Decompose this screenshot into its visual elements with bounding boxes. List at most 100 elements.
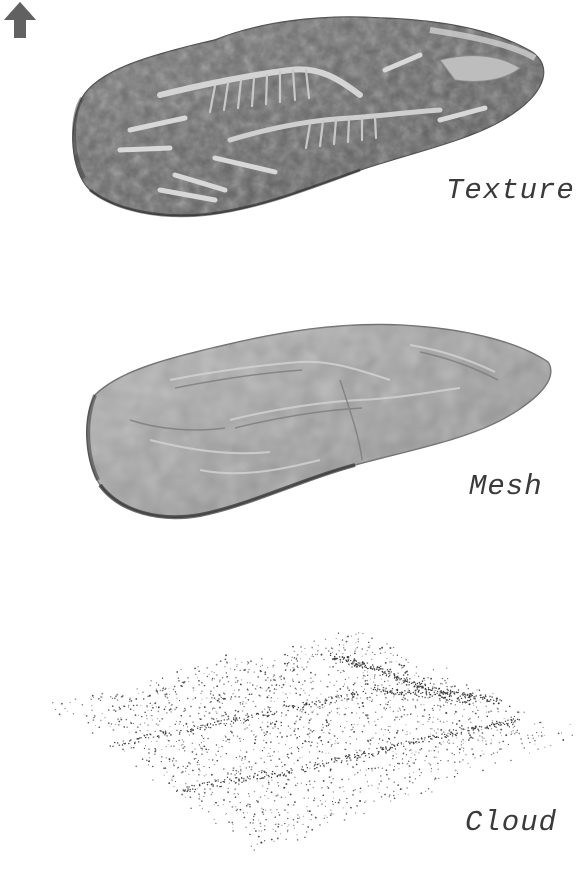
cloud-point (311, 647, 313, 649)
cloud-point (385, 697, 387, 699)
cloud-point (416, 687, 417, 688)
cloud-point (304, 680, 306, 682)
cloud-point (328, 753, 329, 754)
cloud-point (281, 725, 282, 726)
cloud-point (493, 752, 494, 753)
cloud-point (135, 714, 137, 716)
cloud-point (461, 698, 462, 699)
cloud-point (320, 765, 321, 766)
cloud-point (481, 720, 482, 721)
cloud-point (297, 737, 298, 738)
cloud-point (199, 744, 200, 745)
cloud-point (343, 686, 344, 687)
cloud-point (129, 732, 130, 733)
cloud-point (377, 667, 378, 668)
cloud-point (322, 724, 323, 725)
cloud-point (389, 732, 390, 733)
cloud-point (454, 761, 455, 762)
cloud-point (437, 691, 438, 692)
cloud-point (283, 692, 284, 693)
cloud-point (367, 675, 368, 676)
cloud-point (417, 683, 418, 684)
cloud-point (179, 721, 180, 722)
cloud-point (345, 714, 346, 715)
cloud-point (273, 829, 274, 830)
cloud-point (169, 726, 170, 727)
cloud-point (230, 724, 231, 725)
cloud-point (379, 648, 381, 650)
cloud-point (482, 738, 483, 739)
cloud-point (337, 708, 338, 709)
cloud-point (184, 750, 185, 751)
cloud-point (155, 702, 157, 704)
cloud-point (302, 824, 303, 825)
cloud-point (241, 679, 242, 680)
cloud-point (249, 806, 251, 808)
cloud-point (406, 671, 408, 673)
cloud-point (281, 712, 282, 713)
cloud-point (287, 818, 288, 819)
cloud-point (452, 691, 453, 692)
cloud-point (310, 819, 311, 820)
cloud-point (212, 792, 214, 794)
cloud-point (441, 697, 442, 698)
cloud-point (284, 823, 285, 824)
cloud-point (300, 646, 301, 647)
cloud-point (170, 745, 172, 747)
cloud-point (304, 648, 305, 649)
cloud-point (383, 749, 384, 750)
cloud-point (467, 763, 468, 764)
cloud-point (273, 751, 275, 753)
cloud-point (181, 669, 182, 670)
cloud-point (377, 688, 378, 689)
cloud-point (110, 745, 111, 746)
cloud-point (224, 781, 225, 782)
cloud-point (305, 771, 306, 772)
cloud-point (430, 728, 431, 729)
cloud-point (491, 739, 492, 740)
cloud-point (475, 701, 477, 703)
cloud-point (227, 716, 229, 718)
cloud-point (59, 713, 61, 715)
cloud-point (350, 807, 352, 809)
cloud-point (337, 690, 339, 692)
cloud-point (423, 704, 424, 705)
cloud-point (447, 760, 448, 761)
cloud-point (409, 765, 411, 767)
cloud-point (434, 730, 435, 731)
cloud-point (350, 660, 351, 661)
cloud-point (119, 709, 120, 710)
cloud-point (388, 778, 389, 779)
cloud-point (249, 724, 251, 726)
cloud-point (117, 742, 118, 743)
cloud-point (355, 634, 356, 635)
cloud-point (424, 760, 425, 761)
cloud-point (255, 830, 257, 832)
cloud-point (190, 729, 191, 730)
cloud-point (272, 727, 274, 729)
cloud-point (276, 721, 278, 723)
cloud-point (440, 706, 442, 708)
cloud-point (361, 754, 363, 756)
cloud-point (435, 690, 436, 691)
cloud-point (207, 784, 208, 785)
cloud-point (142, 758, 144, 760)
cloud-point (226, 753, 227, 754)
cloud-point (459, 761, 461, 763)
cloud-point (52, 702, 53, 703)
cloud-point (426, 694, 427, 695)
cloud-point (202, 750, 203, 751)
cloud-point (351, 663, 352, 664)
cloud-point (461, 728, 463, 730)
cloud-point (211, 774, 213, 776)
cloud-point (308, 741, 309, 742)
cloud-point (244, 817, 246, 819)
cloud-point (466, 684, 468, 686)
cloud-point (380, 704, 381, 705)
cloud-point (117, 699, 119, 701)
cloud-point (197, 677, 198, 678)
cloud-point (198, 760, 199, 761)
cloud-point (145, 745, 146, 746)
cloud-point (376, 695, 378, 697)
cloud-point (405, 724, 406, 725)
